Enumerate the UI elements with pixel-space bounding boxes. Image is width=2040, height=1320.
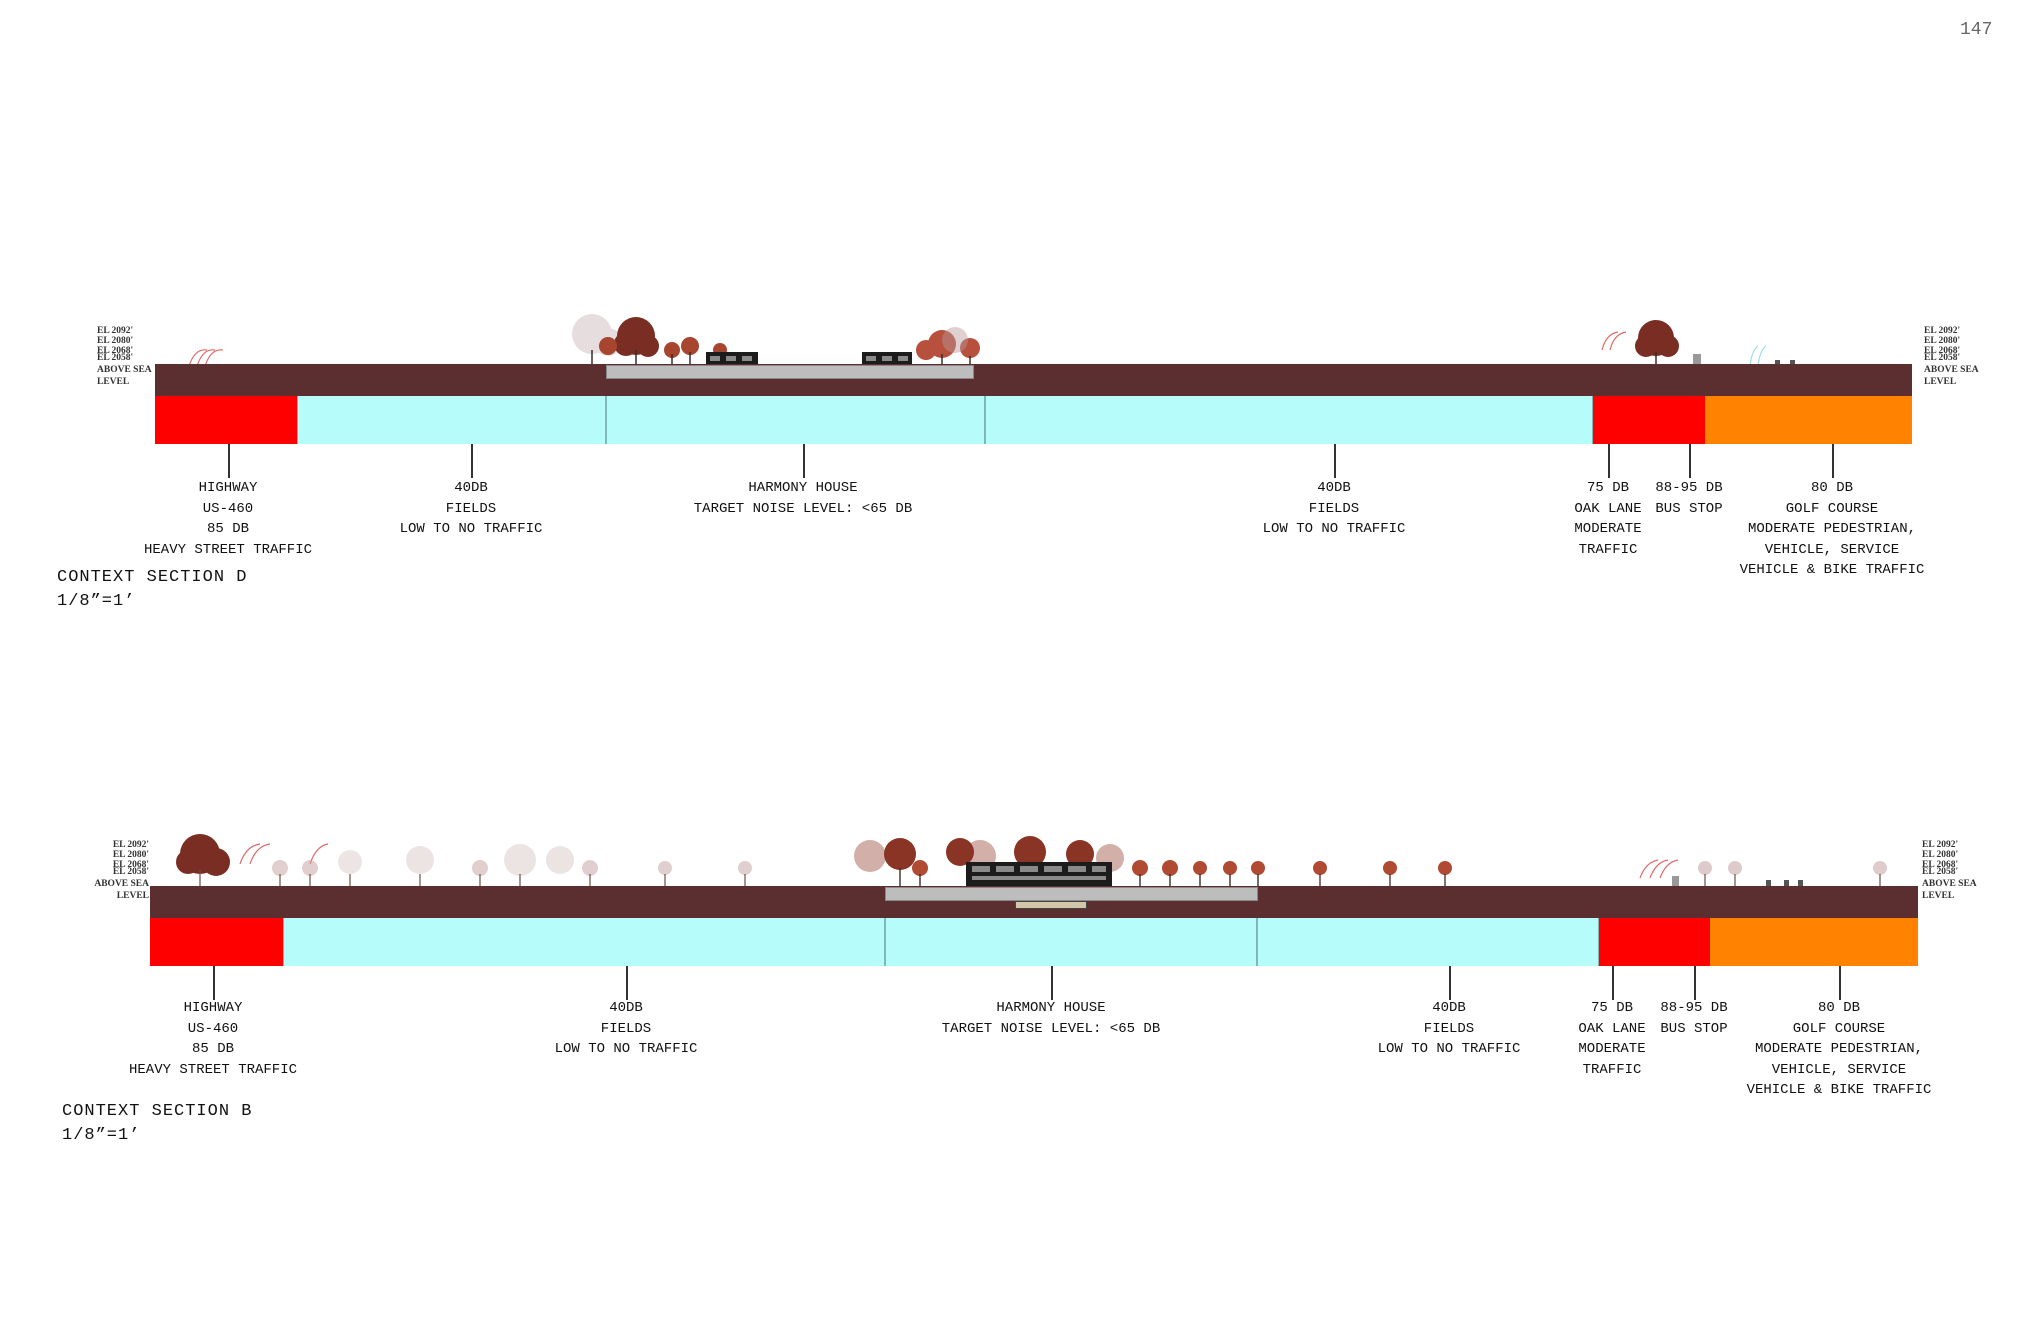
zone-highway bbox=[155, 396, 297, 444]
noise-zone-bar bbox=[155, 396, 1912, 444]
leader-highway bbox=[228, 444, 230, 478]
noise-zone-bar bbox=[150, 918, 1918, 966]
context-section-b: EL 2092'EL 2080' EL 2068'EL 2058' ABOVE … bbox=[0, 828, 2040, 1158]
tree-cluster-east-icon bbox=[1601, 320, 1795, 368]
tree-row-east-icon bbox=[1313, 859, 1887, 886]
harmony-house-slab bbox=[606, 365, 974, 379]
harmony-house-slab bbox=[885, 887, 1258, 901]
zone-highway bbox=[150, 918, 283, 966]
section-b-title: CONTEXT SECTION B 1/8”=1’ bbox=[62, 1102, 253, 1145]
leader-bus-stop bbox=[1689, 444, 1691, 478]
zone-fields-west bbox=[297, 396, 606, 444]
leader-oak-lane bbox=[1608, 444, 1610, 478]
context-section-d: EL 2092'EL 2080' EL 2068'EL 2058' ABOVE … bbox=[0, 310, 2040, 620]
elevation-labels-right: EL 2092'EL 2080' EL 2068'EL 2058' ABOVE … bbox=[1922, 840, 1977, 901]
tree-cluster-west-icon bbox=[572, 314, 980, 368]
leader-bus-stop bbox=[1694, 966, 1696, 1000]
zone-golf-course bbox=[1705, 396, 1912, 444]
leader-fields-east bbox=[1449, 966, 1451, 1000]
leader-golf-course bbox=[1839, 966, 1841, 1000]
leader-golf-course bbox=[1832, 444, 1834, 478]
zone-golf-course bbox=[1710, 918, 1918, 966]
elevation-labels-left: EL 2092'EL 2080' EL 2068'EL 2058' ABOVE … bbox=[94, 840, 149, 901]
zone-fields-east bbox=[985, 396, 1593, 444]
page-number: 147 bbox=[1960, 20, 1993, 40]
harmony-house-basement bbox=[1015, 901, 1087, 909]
harmony-house-building bbox=[966, 862, 1112, 886]
ground-section bbox=[155, 364, 1912, 396]
elevation-labels-right: EL 2092'EL 2080' EL 2068'EL 2058' ABOVE … bbox=[1924, 326, 1979, 387]
zone-harmony-house bbox=[606, 396, 985, 444]
leader-highway bbox=[213, 966, 215, 1000]
section-d-title: CONTEXT SECTION D 1/8”=1’ bbox=[57, 568, 248, 611]
leader-fields-east bbox=[1334, 444, 1336, 478]
leader-fields-west bbox=[471, 444, 473, 478]
traffic-arc-icon bbox=[188, 349, 224, 367]
zone-harmony-house bbox=[885, 918, 1257, 966]
elevation-labels-left: EL 2092'EL 2080' EL 2068'EL 2058' ABOVE … bbox=[97, 326, 152, 387]
leader-fields-west bbox=[626, 966, 628, 1000]
zone-oak-lane bbox=[1599, 918, 1710, 966]
zone-fields-east bbox=[1257, 918, 1599, 966]
leader-harmony-house bbox=[803, 444, 805, 478]
zone-oak-lane bbox=[1593, 396, 1705, 444]
leader-harmony-house bbox=[1051, 966, 1053, 1000]
zone-fields-west bbox=[283, 918, 885, 966]
tree-row-west-icon bbox=[176, 834, 752, 886]
leader-oak-lane bbox=[1612, 966, 1614, 1000]
